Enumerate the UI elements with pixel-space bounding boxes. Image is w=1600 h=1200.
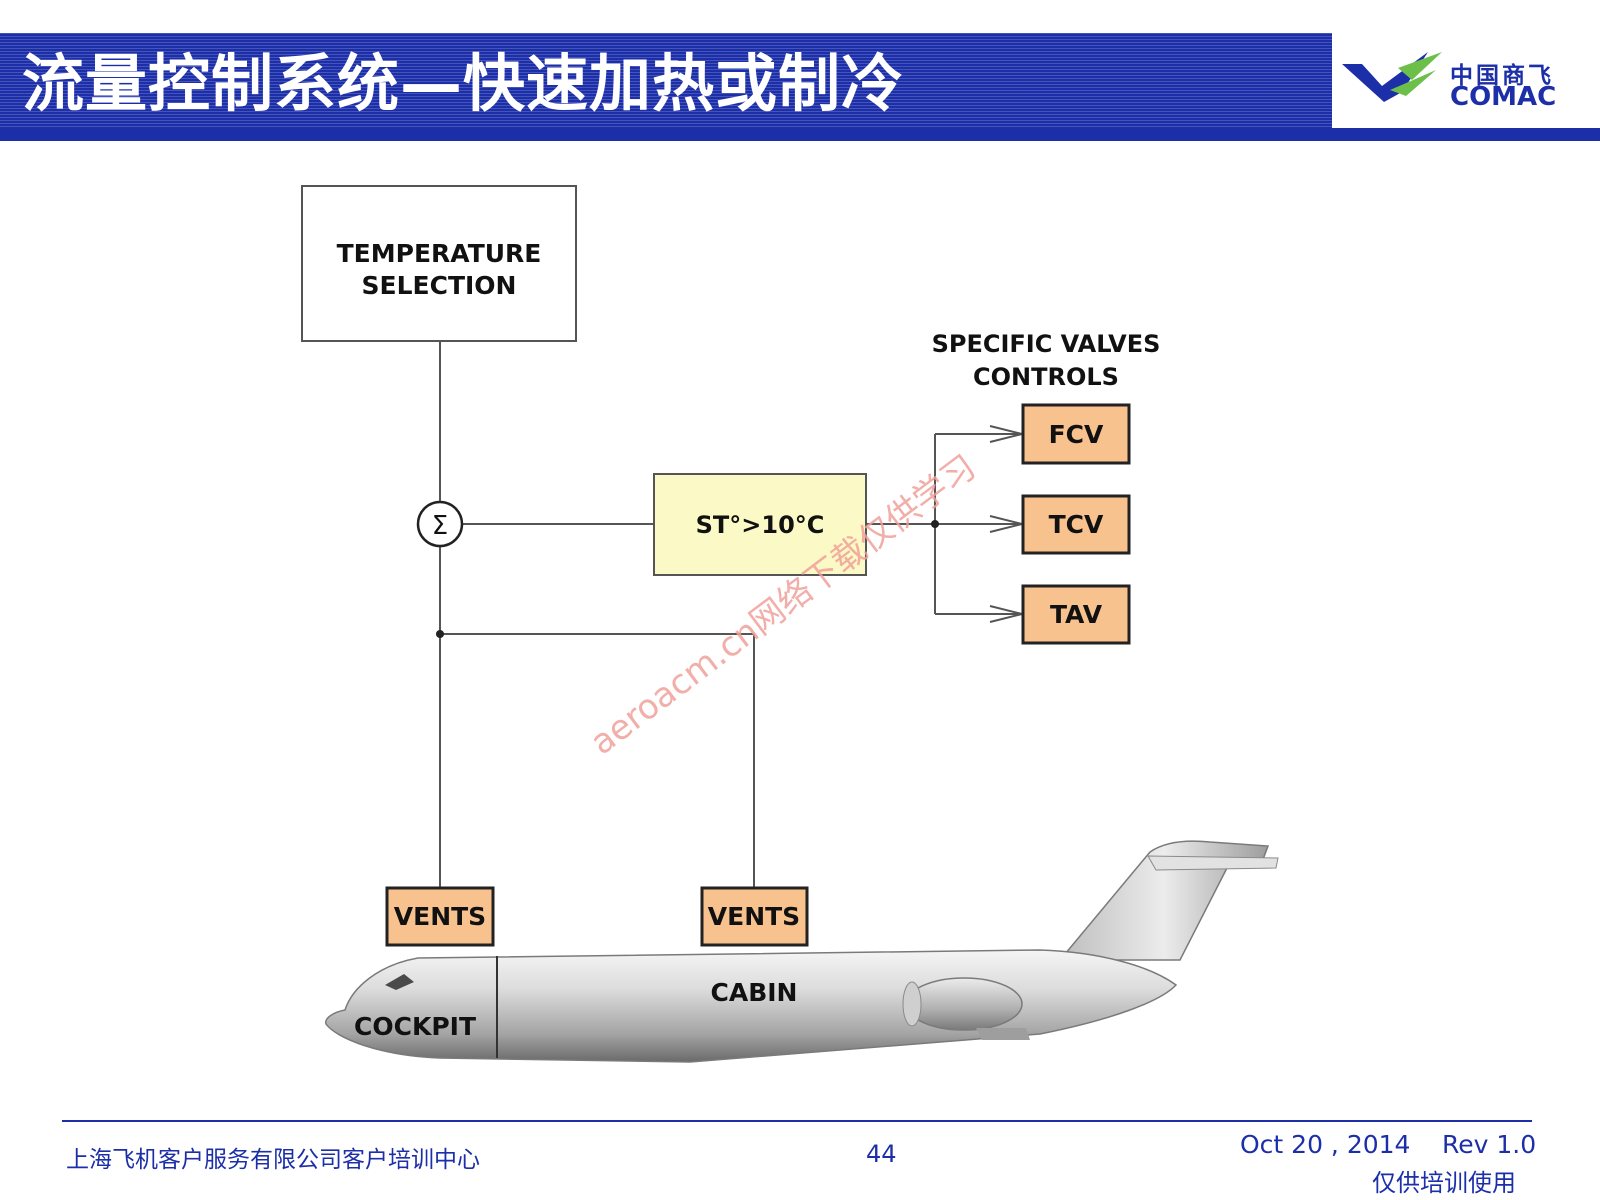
footer-revision: Rev 1.0: [1442, 1130, 1537, 1159]
tail-plane: [1147, 855, 1279, 871]
temperature-selection-box: [301, 185, 577, 342]
comac-logo: 中国商飞 COMAC: [1340, 50, 1590, 120]
summing-symbol: Σ: [432, 511, 448, 541]
header-underline: [0, 128, 1600, 141]
valves-title-line2: CONTROLS: [973, 363, 1119, 391]
tcv-box: [1021, 494, 1131, 555]
cockpit-label: COCKPIT: [354, 1012, 476, 1041]
engine-intake: [902, 981, 922, 1027]
vents-right-label: VENTS: [708, 902, 800, 931]
vents-left-box: [385, 886, 495, 947]
condition-label: ST°>10°C: [696, 511, 825, 539]
fcv-label: FCV: [1049, 420, 1104, 449]
cabin-label: CABIN: [711, 978, 798, 1007]
tav-label: TAV: [1050, 600, 1103, 629]
logo-chinese-text: 中国商飞: [1450, 63, 1554, 89]
connector-lines: [439, 342, 1023, 888]
footer-date: Oct 20 , 2014: [1240, 1130, 1411, 1159]
engine-nacelle: [905, 977, 1023, 1031]
aircraft-illustration: [325, 840, 1279, 1063]
summing-junction: [416, 500, 464, 548]
junction-dot-left: [436, 630, 444, 638]
footer-rule: [62, 1120, 1532, 1122]
tcv-label: TCV: [1049, 510, 1104, 539]
tav-box: [1021, 584, 1131, 645]
comac-logo-mark-icon: [1342, 52, 1442, 102]
vents-left-label: VENTS: [394, 902, 486, 931]
header-bar: [0, 33, 1332, 128]
page-number: 44: [866, 1140, 897, 1168]
flow-control-diagram: TEMPERATURE SELECTION Σ ST°>10°C SPECIFI…: [301, 185, 1279, 1063]
footer-company: 上海飞机客户服务有限公司客户培训中心: [66, 1147, 480, 1173]
cockpit-window: [385, 974, 414, 990]
temperature-selection-line1: TEMPERATURE: [337, 239, 542, 268]
logo-english-text: COMAC: [1450, 82, 1557, 112]
fcv-box: [1021, 403, 1131, 465]
valves-title-line1: SPECIFIC VALVES: [932, 330, 1161, 358]
vents-right-box: [700, 886, 809, 947]
condition-box: [653, 473, 867, 576]
junction-dot-right: [931, 520, 939, 528]
engine-pylon: [976, 1028, 1030, 1040]
temperature-selection-line2: SELECTION: [362, 271, 517, 300]
footer-training-note: 仅供培训使用: [1372, 1169, 1516, 1197]
slide-title: 流量控制系统—快速加热或制冷: [22, 47, 905, 120]
